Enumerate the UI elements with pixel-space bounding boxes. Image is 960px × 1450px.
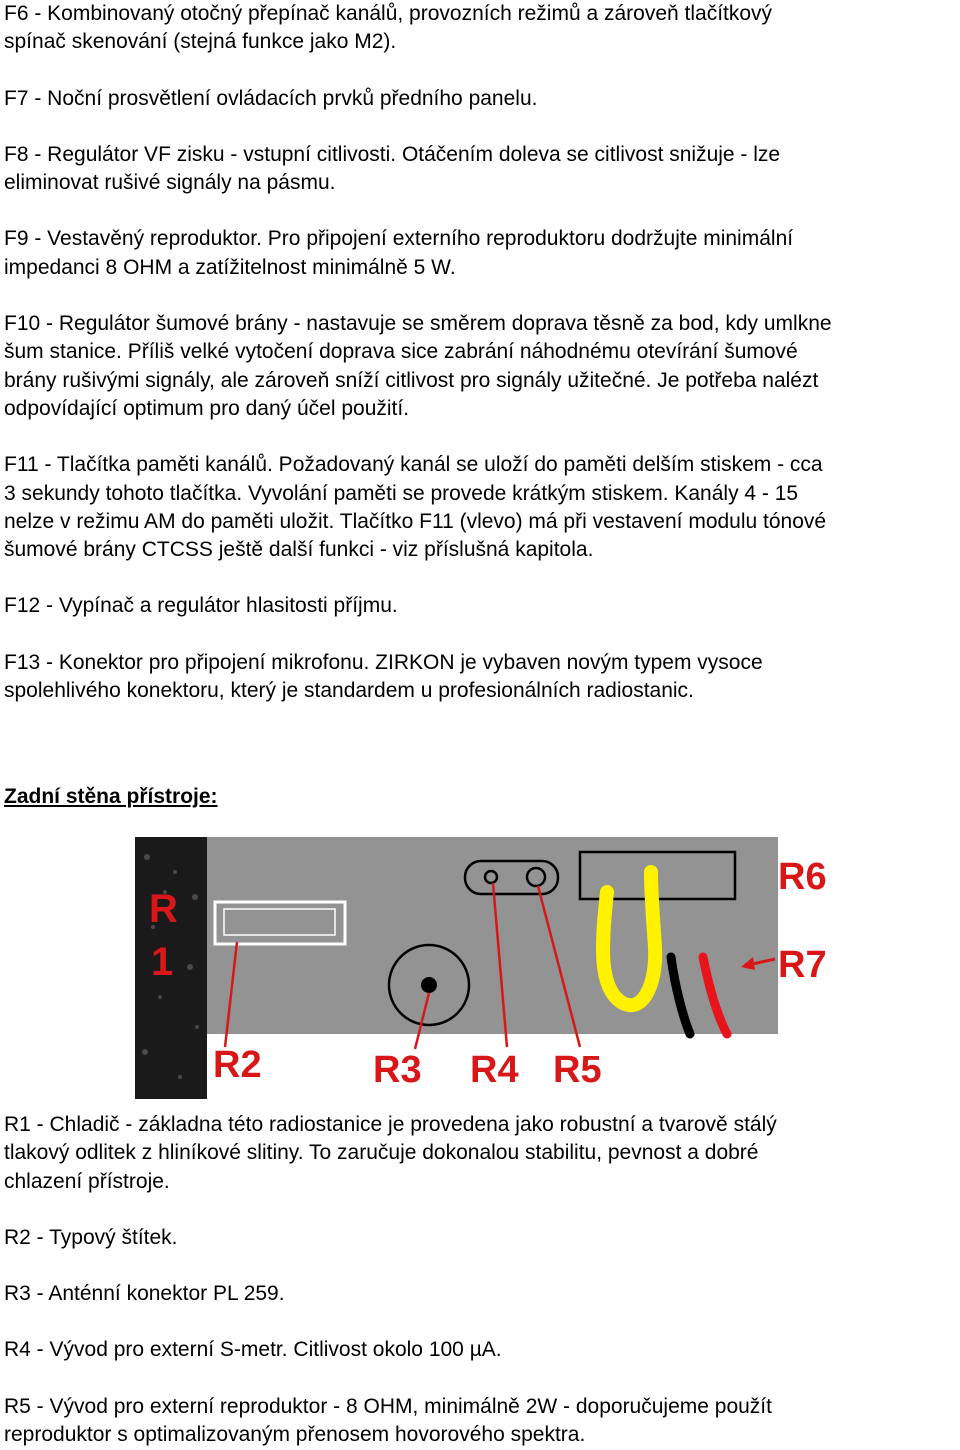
label-r4: R4 [470,1049,519,1091]
antenna-connector [387,943,471,1027]
label-r7: R7 [778,944,827,986]
heatsink-strip [135,837,207,1099]
heatsink-texture [142,854,199,1079]
pointer-r4 [491,882,509,1048]
section-heading: Zadní stěna přístroje: [4,785,218,808]
connector-r5 [525,866,547,888]
paragraph-f11: F11 - Tlačítka paměti kanálů. Požadovaný… [4,453,827,562]
paragraph-f10: F10 - Regulátor šumové brány - nastavuje… [4,312,832,420]
wire-black [666,952,695,1039]
pointer-r2 [223,941,239,1048]
paragraph-f9: F9 - Vestavěný reproduktor. Pro připojen… [4,227,794,279]
paragraph-f7: F7 - Noční prosvětlení ovládacích prvků … [4,86,538,110]
label-r1-top: R [149,887,178,931]
upper-text: F6 - Kombinovaný otočný přepínač kanálů,… [4,0,960,705]
antenna-pin [421,977,437,993]
lower-text: R1 - Chladič - základna této radiostanic… [4,1111,960,1449]
label-r5: R5 [553,1049,602,1091]
lower-white-area [207,1034,840,1099]
label-r3: R3 [373,1049,422,1091]
paragraph-r5: R5 - Vývod pro externí reproduktor - 8 O… [4,1394,772,1447]
connector-slot [463,859,560,896]
paragraph-f12: F12 - Vypínač a regulátor hlasitosti pří… [4,594,398,618]
label-r2: R2 [213,1044,262,1086]
label-r1-bottom: 1 [151,940,173,984]
pointer-r3 [413,992,431,1050]
paragraph-f13: F13 - Konektor pro připojení mikrofonu. … [4,650,763,703]
type-plate [213,900,347,946]
pointer-r7-head [741,957,755,970]
paragraph-f6: F6 - Kombinovaný otočný přepínač kanálů,… [4,2,773,54]
paragraph-r1: R1 - Chladič - základna této radiostanic… [4,1113,777,1193]
rear-panel-figure: R 1 R6 R7 R2 R3 R4 R5 [135,837,840,1099]
paragraph-r2: R2 - Typový štítek. [4,1225,178,1249]
pointer-r5 [536,885,582,1048]
paragraph-f8: F8 - Regulátor VF zisku - vstupní citliv… [4,142,781,195]
connector-r4 [483,869,499,885]
label-r6: R6 [778,856,827,898]
wire-red [698,952,732,1039]
wire-yellow [596,865,663,1013]
paragraph-r3: R3 - Anténní konektor PL 259. [4,1282,285,1306]
rear-panel-diagram: R 1 R6 R7 R2 R3 R4 R5 [135,837,840,1099]
type-plate-inner [223,908,336,936]
paragraph-r4: R4 - Vývod pro externí S-metr. Citlivost… [4,1338,502,1362]
